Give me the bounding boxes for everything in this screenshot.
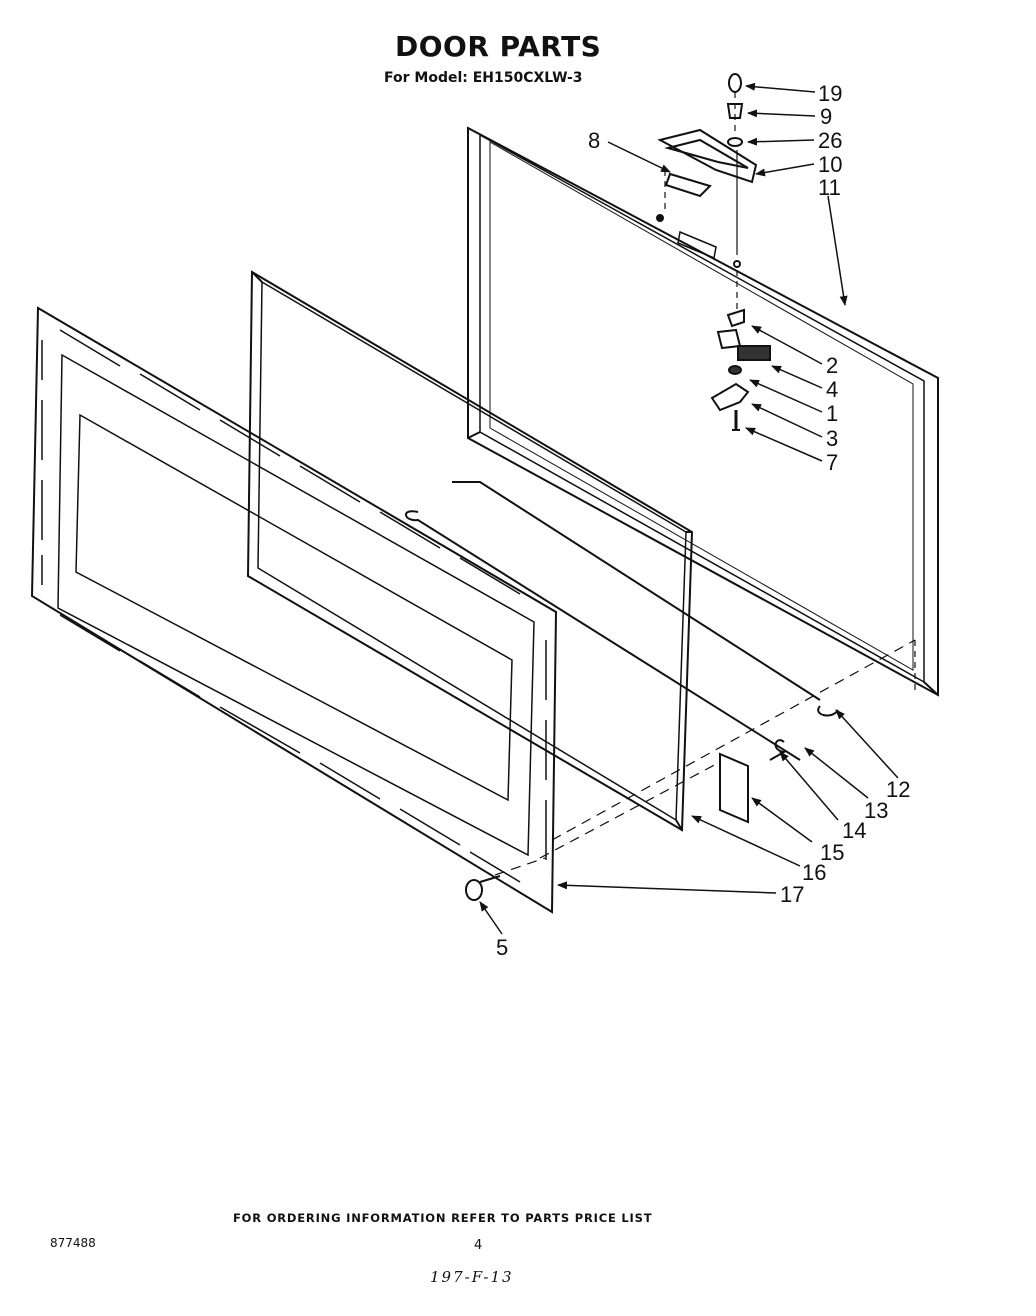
callout-3: 3 [826,426,838,451]
callout-10: 10 [818,152,842,177]
page-title: DOOR PARTS [395,30,602,63]
callout-2: 2 [826,353,838,378]
callout-7: 7 [826,450,838,475]
door-knob-screw [465,875,501,901]
document-number: 877488 [50,1236,96,1250]
callout-1: 1 [826,401,838,426]
gasket-frame [246,270,694,832]
part-26-icon [727,137,743,147]
outer-door-panel [467,126,939,697]
callout-19: 19 [818,81,842,106]
callout-5: 5 [496,935,508,960]
callout-4: 4 [826,377,838,402]
callout-15: 15 [820,840,844,865]
callout-13: 13 [864,798,888,823]
model-number: EH150CXLW-3 [472,70,583,86]
leader-lines [479,82,899,935]
ordering-note: FOR ORDERING INFORMATION REFER TO PARTS … [233,1211,653,1225]
callout-26: 26 [818,128,842,153]
latch-assembly [657,73,758,255]
lower-latch-assembly [710,308,771,431]
label-plate [719,752,749,824]
callout-9: 9 [820,104,832,129]
model-line: For Model: EH150CXLW-3 [384,70,583,86]
page-number: 4 [474,1238,483,1253]
inner-door-panel [30,306,558,914]
callout-8: 8 [588,128,600,153]
assembly-lines [494,639,916,876]
part-19-icon [728,73,742,93]
callout-labels: 19 9 26 10 11 8 2 4 1 3 7 12 13 14 15 16… [496,81,910,960]
handwritten-code: 197-F-13 [430,1268,514,1286]
callout-17: 17 [780,882,804,907]
callout-12: 12 [886,777,910,802]
slot-row-top [59,329,521,595]
callout-16: 16 [802,860,826,885]
hinge-wires [405,481,839,761]
callout-14: 14 [842,818,866,843]
callout-11: 11 [818,175,841,200]
slot-row-bottom [59,614,521,883]
side-slots [41,340,547,860]
model-prefix: For Model: [384,70,473,86]
part-9-icon [726,103,744,119]
